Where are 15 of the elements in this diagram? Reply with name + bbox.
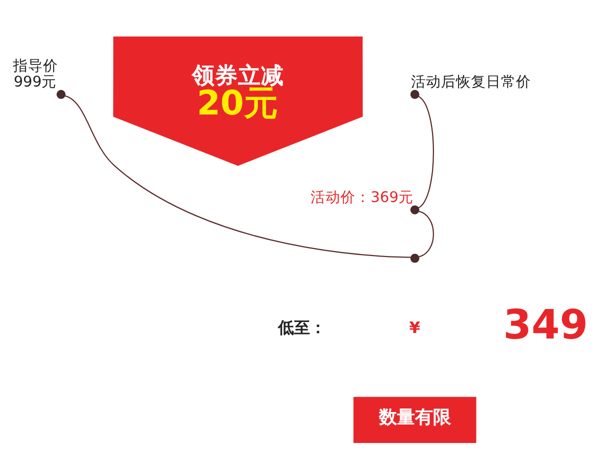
node-circle [410,254,420,263]
label: 低至： [278,318,326,337]
label: 349 [503,300,588,349]
node-circle [410,90,420,99]
node-label: 活动后恢复日常价 [410,73,531,90]
node-box: 数量有限 [353,396,476,444]
node-label: 999元 [14,73,57,90]
node-circle [410,205,420,214]
label: ¥ [409,318,420,337]
node-circle [56,90,66,99]
connector [418,96,434,208]
node-label: 活动价：369元 [310,188,414,206]
node-label: 指导价 [13,58,58,75]
connector [64,95,411,258]
connector [418,210,434,258]
